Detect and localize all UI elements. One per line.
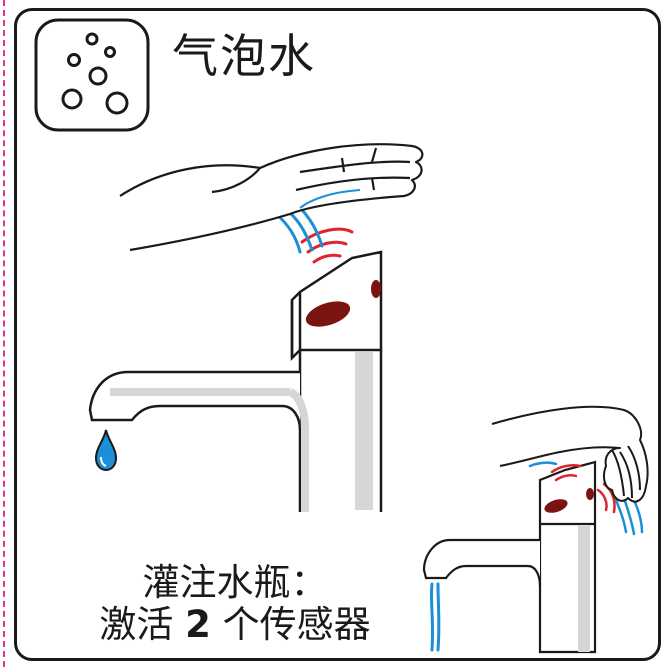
caption-line-2-end: 个传感器 <box>210 603 371 646</box>
caption-line-2: 激活 2 个传感器 <box>70 604 400 646</box>
sensor-count: 2 <box>185 603 211 646</box>
faucet-icon-small <box>422 460 597 654</box>
water-drop-icon <box>94 429 118 472</box>
water-stream <box>429 582 441 652</box>
hand-icon-small <box>491 405 649 503</box>
page-title: 气泡水 <box>172 29 316 83</box>
sensor-icon <box>305 280 381 327</box>
sparkling-water-icon <box>34 18 150 132</box>
faucet-icon <box>88 250 383 512</box>
instruction-caption: 灌注水瓶： 激活 2 个传感器 <box>70 562 400 646</box>
cut-guide-line <box>3 0 5 667</box>
panel-frame <box>14 8 661 661</box>
hand-icon <box>119 143 424 252</box>
caption-line-1: 灌注水瓶： <box>142 561 328 604</box>
caption-line-2-start: 激活 <box>99 603 186 646</box>
